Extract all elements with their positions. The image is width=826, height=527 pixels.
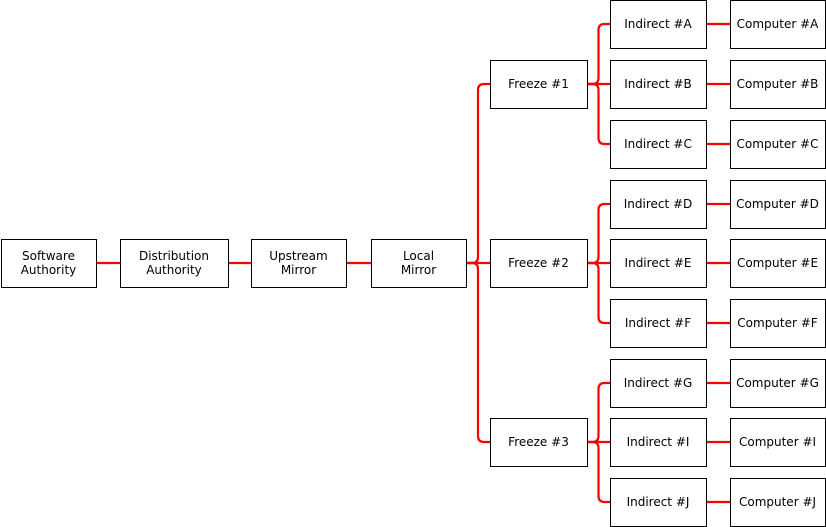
node-indirect-j-box — [610, 478, 707, 527]
node-freeze-1-label-line-1: Freeze #1 — [508, 77, 569, 91]
node-indirect-g: Indirect #G — [610, 359, 707, 408]
edge-freeze-3-to-indirect-g — [585, 381, 612, 444]
node-indirect-i-label-line-1: Indirect #I — [627, 435, 690, 449]
node-indirect-b-label-line-1: Indirect #B — [624, 77, 692, 91]
node-software-authority-box — [1, 239, 97, 288]
node-computer-d-label-line-1: Computer #D — [736, 197, 819, 211]
node-computer-b-label-line-1: Computer #B — [737, 77, 819, 91]
node-indirect-g-box — [610, 359, 707, 408]
node-computer-a-label-line-1: Computer #A — [737, 17, 820, 31]
node-indirect-d-label-line-1: Indirect #D — [624, 197, 693, 211]
node-computer-e: Computer #E — [730, 239, 826, 288]
node-software-authority-label-line-1: Software — [22, 249, 75, 263]
node-upstream-mirror-box — [251, 239, 347, 288]
node-local-mirror-label-line-2: Mirror — [401, 263, 436, 277]
edge-freeze-3-to-indirect-j — [585, 440, 612, 504]
edge-local-mirror-to-freeze-3 — [464, 261, 492, 444]
node-computer-i-label-line-1: Computer #I — [739, 435, 816, 449]
node-computer-j: Computer #J — [730, 478, 826, 527]
node-computer-i: Computer #I — [730, 418, 826, 467]
node-computer-c: Computer #C — [730, 120, 826, 169]
node-freeze-3-box — [490, 418, 588, 467]
node-computer-a: Computer #A — [730, 0, 826, 49]
node-computer-f: Computer #F — [730, 299, 826, 348]
node-freeze-1: Freeze #1 — [490, 60, 588, 109]
node-indirect-e: Indirect #E — [610, 239, 707, 288]
node-indirect-b: Indirect #B — [610, 60, 707, 109]
node-freeze-1-box — [490, 60, 588, 109]
node-computer-d-box — [730, 180, 826, 229]
node-computer-d: Computer #D — [730, 180, 826, 229]
node-computer-a-box — [730, 0, 826, 49]
edge-freeze-1-to-indirect-c — [585, 82, 612, 146]
node-computer-e-label-line-1: Computer #E — [737, 256, 818, 270]
node-local-mirror-label-line-1: Local — [403, 249, 434, 263]
edge-local-mirror-to-freeze-1 — [464, 82, 492, 265]
node-indirect-c-box — [610, 120, 707, 169]
node-computer-b-box — [730, 60, 826, 109]
node-indirect-g-label-line-1: Indirect #G — [624, 376, 693, 390]
node-indirect-b-box — [610, 60, 707, 109]
node-indirect-e-label-line-1: Indirect #E — [625, 256, 692, 270]
node-local-mirror-box — [371, 239, 467, 288]
node-freeze-2-box — [490, 239, 588, 288]
node-indirect-i: Indirect #I — [610, 418, 707, 467]
node-computer-g: Computer #G — [730, 359, 826, 408]
node-indirect-f-box — [610, 299, 707, 348]
node-computer-i-box — [730, 418, 826, 467]
node-freeze-3: Freeze #3 — [490, 418, 588, 467]
node-indirect-d-box — [610, 180, 707, 229]
node-computer-g-box — [730, 359, 826, 408]
node-freeze-2: Freeze #2 — [490, 239, 588, 288]
node-indirect-j-label-line-1: Indirect #J — [627, 495, 690, 509]
node-indirect-f-label-line-1: Indirect #F — [625, 316, 691, 330]
node-distribution-authority-label-line-2: Authority — [146, 263, 202, 277]
node-computer-g-label-line-1: Computer #G — [736, 376, 819, 390]
node-indirect-j: Indirect #J — [610, 478, 707, 527]
node-computer-j-label-line-1: Computer #J — [739, 495, 816, 509]
node-software-authority-label-line-2: Authority — [21, 263, 77, 277]
node-indirect-a: Indirect #A — [610, 0, 707, 49]
node-distribution-authority-box — [120, 239, 229, 288]
node-freeze-2-label-line-1: Freeze #2 — [508, 256, 569, 270]
node-indirect-e-box — [610, 239, 707, 288]
edge-freeze-2-to-indirect-f — [585, 261, 612, 325]
node-indirect-c: Indirect #C — [610, 120, 707, 169]
node-computer-f-label-line-1: Computer #F — [737, 316, 818, 330]
node-computer-f-box — [730, 299, 826, 348]
node-computer-e-box — [730, 239, 826, 288]
node-computer-c-label-line-1: Computer #C — [737, 137, 819, 151]
node-indirect-a-box — [610, 0, 707, 49]
node-freeze-3-label-line-1: Freeze #3 — [508, 435, 569, 449]
node-computer-c-box — [730, 120, 826, 169]
edge-freeze-1-to-indirect-a — [585, 22, 612, 86]
edges-layer — [94, 22, 732, 504]
node-indirect-i-box — [610, 418, 707, 467]
node-indirect-a-label-line-1: Indirect #A — [624, 17, 692, 31]
node-indirect-d: Indirect #D — [610, 180, 707, 229]
node-indirect-c-label-line-1: Indirect #C — [624, 137, 692, 151]
node-computer-b: Computer #B — [730, 60, 826, 109]
node-distribution-authority-label-line-1: Distribution — [139, 249, 209, 263]
node-indirect-f: Indirect #F — [610, 299, 707, 348]
edge-freeze-2-to-indirect-d — [585, 202, 612, 265]
node-upstream-mirror-label-line-1: Upstream — [269, 249, 327, 263]
node-upstream-mirror-label-line-2: Mirror — [281, 263, 316, 277]
